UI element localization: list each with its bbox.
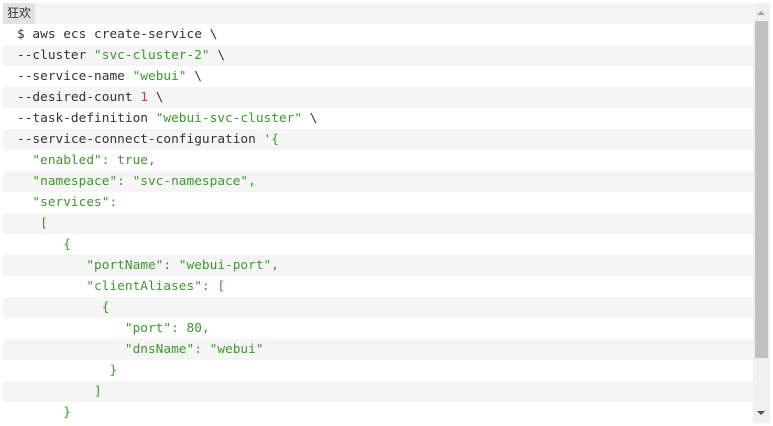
code-text: --service-name [17,69,133,84]
code-string: "portName": "webui-port", [17,258,279,273]
code-string: "namespace": "svc-namespace", [17,174,256,189]
code-number: 1 [140,90,148,105]
code-line: --task-definition "webui-svc-cluster" \ [3,108,755,129]
code-line: --desired-count 1 \ [3,87,755,108]
code-line: $ aws ecs create-service \ [3,24,755,45]
code-lines: 狂欢 $ aws ecs create-service \ --cluster "s… [3,3,755,423]
code-line: "clientAliases": [ [3,276,755,297]
code-string: { [17,237,71,252]
code-line: { [3,297,755,318]
code-string: "webui" [132,69,187,84]
code-line: "enabled": true, [3,150,755,171]
code-text: \ [186,69,202,84]
code-string: "services": [17,195,118,210]
code-string: "svc-cluster-2" [94,48,210,63]
code-line: } [3,360,755,381]
code-string: } [17,363,118,378]
code-line: --service-name "webui" \ [3,66,755,87]
code-string: "dnsName": "webui" [17,342,264,357]
code-block: 狂欢 $ aws ecs create-service \ --cluster "s… [3,3,770,423]
code-line: "services": [3,192,755,213]
code-text: --task-definition [17,111,156,126]
code-string: ] [17,384,102,399]
scroll-down-arrow-icon[interactable] [757,411,765,415]
code-line: "namespace": "svc-namespace", [3,171,755,192]
language-tab[interactable]: 狂欢 [3,3,36,24]
code-line: "dnsName": "webui" [3,339,755,360]
code-string: { [17,300,110,315]
code-line: ] [3,381,755,402]
code-text: \ [209,48,226,63]
vertical-scrollbar[interactable] [753,3,770,423]
code-string: "clientAliases": [ [17,279,226,294]
code-text: \ [148,90,164,105]
code-line: } [3,402,755,423]
scrollbar-thumb[interactable] [755,21,768,358]
code-line: "port": 80, [3,318,755,339]
code-line: --service-connect-configuration '{ [3,129,755,150]
code-string: "webui-svc-cluster" [155,111,303,126]
code-string: [ [17,216,48,231]
code-string: "enabled": true, [17,153,156,168]
code-line: [ [3,213,755,234]
code-string: } [17,405,71,420]
code-text: $ aws ecs create-service \ [17,27,218,42]
code-text: --cluster [17,48,95,63]
code-line: "portName": "webui-port", [3,255,755,276]
code-string: '{ [263,132,279,147]
code-text: --service-connect-configuration [17,132,264,147]
code-text: \ [302,111,318,126]
code-line: { [3,234,755,255]
code-line: --cluster "svc-cluster-2" \ [3,45,755,66]
code-text: --desired-count [17,90,141,105]
code-header: 狂欢 [3,3,755,24]
scroll-up-arrow-icon[interactable] [757,11,765,15]
code-string: "port": 80, [17,321,210,336]
